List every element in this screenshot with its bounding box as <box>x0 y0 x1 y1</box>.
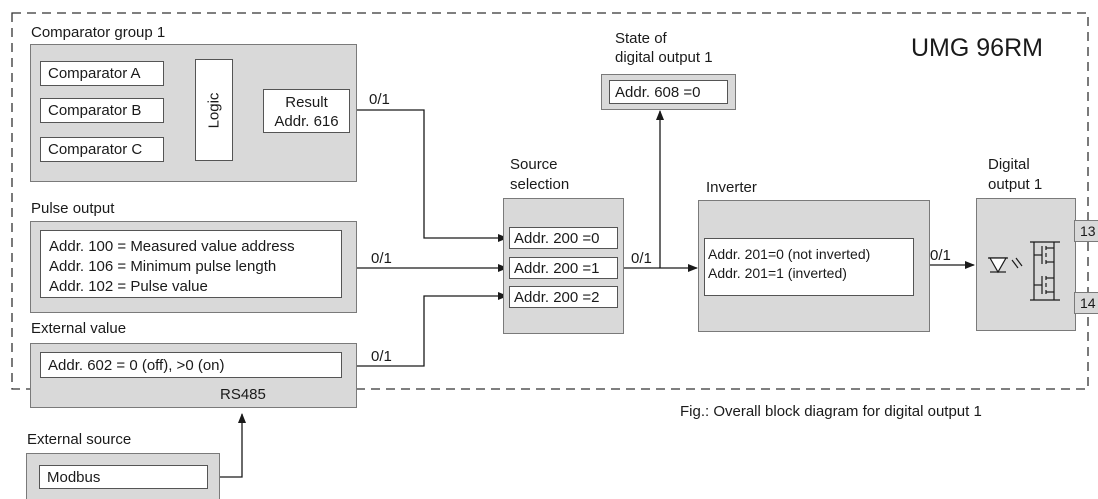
inverter-signal-label: 0/1 <box>930 247 951 264</box>
logic-label: Logic <box>205 92 223 128</box>
inverter-title: Inverter <box>706 179 757 196</box>
inverter-line-not-inverted: Addr. 201=0 (not inverted) <box>708 246 871 262</box>
state-title-line1: State of <box>615 30 667 47</box>
external-value-title: External value <box>31 320 127 337</box>
figure-caption: Fig.: Overall block diagram for digital … <box>680 403 982 420</box>
inverter-line-inverted: Addr. 201=1 (inverted) <box>708 265 847 281</box>
comparator-c-box: Comparator C <box>40 137 164 162</box>
comparator-signal-label: 0/1 <box>369 91 390 108</box>
terminal-13-label: 13 <box>1080 223 1096 239</box>
external-signal-label: 0/1 <box>371 348 392 365</box>
pulse-signal-label: 0/1 <box>371 250 392 267</box>
digital-output-title-line1: Digital <box>988 156 1030 173</box>
comparator-a-box: Comparator A <box>40 61 164 86</box>
wire-comparator-source <box>350 109 508 242</box>
wire-external-source <box>357 292 508 367</box>
terminal-13: 13 <box>1074 220 1098 242</box>
device-boundary <box>11 12 1089 390</box>
result-address: Addr. 616 <box>274 113 339 130</box>
device-title: UMG 96RM <box>911 34 1043 62</box>
external-value-box: Addr. 602 = 0 (off), >0 (on) <box>40 352 342 378</box>
digital-output-panel <box>976 198 1076 331</box>
logic-box: Logic <box>195 59 233 161</box>
comparator-group-title: Comparator group 1 <box>31 24 166 41</box>
digital-output-title-line2: output 1 <box>988 176 1043 193</box>
pulse-output-title: Pulse output <box>31 200 115 217</box>
state-value-box: Addr. 608 =0 <box>609 80 728 104</box>
external-source-title: External source <box>27 431 132 448</box>
pulse-line-measured: Addr. 100 = Measured value address <box>49 238 295 255</box>
terminal-14-label: 14 <box>1080 295 1096 311</box>
pulse-line-min-length: Addr. 106 = Minimum pulse length <box>49 258 277 275</box>
rs485-label: RS485 <box>220 386 266 403</box>
pulse-line-value: Addr. 102 = Pulse value <box>49 278 208 295</box>
source-signal-label: 0/1 <box>631 250 652 267</box>
source-option-2: Addr. 200 =2 <box>509 286 618 308</box>
source-option-1: Addr. 200 =1 <box>509 257 618 279</box>
result-box: Result Addr. 616 <box>263 89 350 133</box>
source-selection-title-line1: Source <box>510 156 558 173</box>
inverter-box: Addr. 201=0 (not inverted) Addr. 201=1 (… <box>704 238 914 296</box>
optocoupler-mosfet-icon <box>988 241 1060 301</box>
modbus-box: Modbus <box>39 465 208 489</box>
source-selection-title-line2: selection <box>510 176 570 193</box>
source-option-0: Addr. 200 =0 <box>509 227 618 249</box>
terminal-14: 14 <box>1074 292 1098 314</box>
comparator-b-box: Comparator B <box>40 98 164 123</box>
state-title-line2: digital output 1 <box>615 49 713 66</box>
pulse-output-box: Addr. 100 = Measured value address Addr.… <box>40 230 342 298</box>
result-label: Result <box>285 94 328 111</box>
